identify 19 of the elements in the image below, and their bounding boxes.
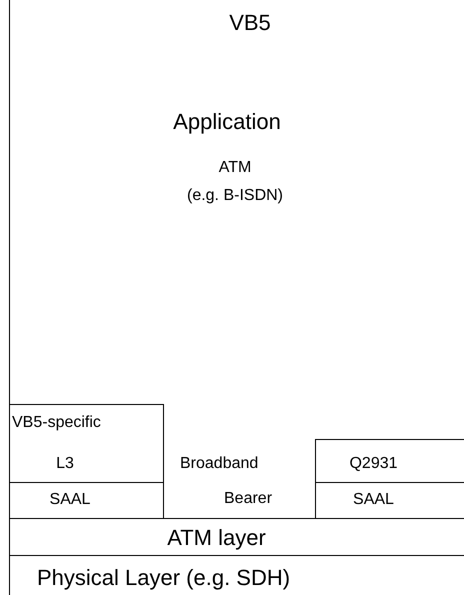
layer-name: (e.g. B-ISDN) xyxy=(186,186,284,206)
protocol-name: Broadband xyxy=(180,454,258,474)
layer-band xyxy=(9,555,464,595)
protocol-name: L3 xyxy=(55,454,75,474)
layer-name: Physical Layer (e.g. SDH) xyxy=(37,564,290,592)
protocol-name: Q2931 xyxy=(348,454,399,474)
protocol-name: VB5-specific xyxy=(12,413,101,433)
layer-band xyxy=(9,518,464,556)
protocol-name: SAAL xyxy=(352,490,395,510)
layer-name: ATM xyxy=(218,158,252,178)
protocol-box xyxy=(315,482,464,519)
protocol-box xyxy=(315,439,464,483)
protocol-name: SAAL xyxy=(48,490,92,510)
protocol-box xyxy=(9,482,164,519)
layer-name: ATM layer xyxy=(166,524,267,552)
diagram-title: VB5 xyxy=(228,10,272,36)
protocol-name: Bearer xyxy=(224,489,272,509)
protocol-box xyxy=(9,404,164,483)
layer-name: Application xyxy=(172,108,282,136)
